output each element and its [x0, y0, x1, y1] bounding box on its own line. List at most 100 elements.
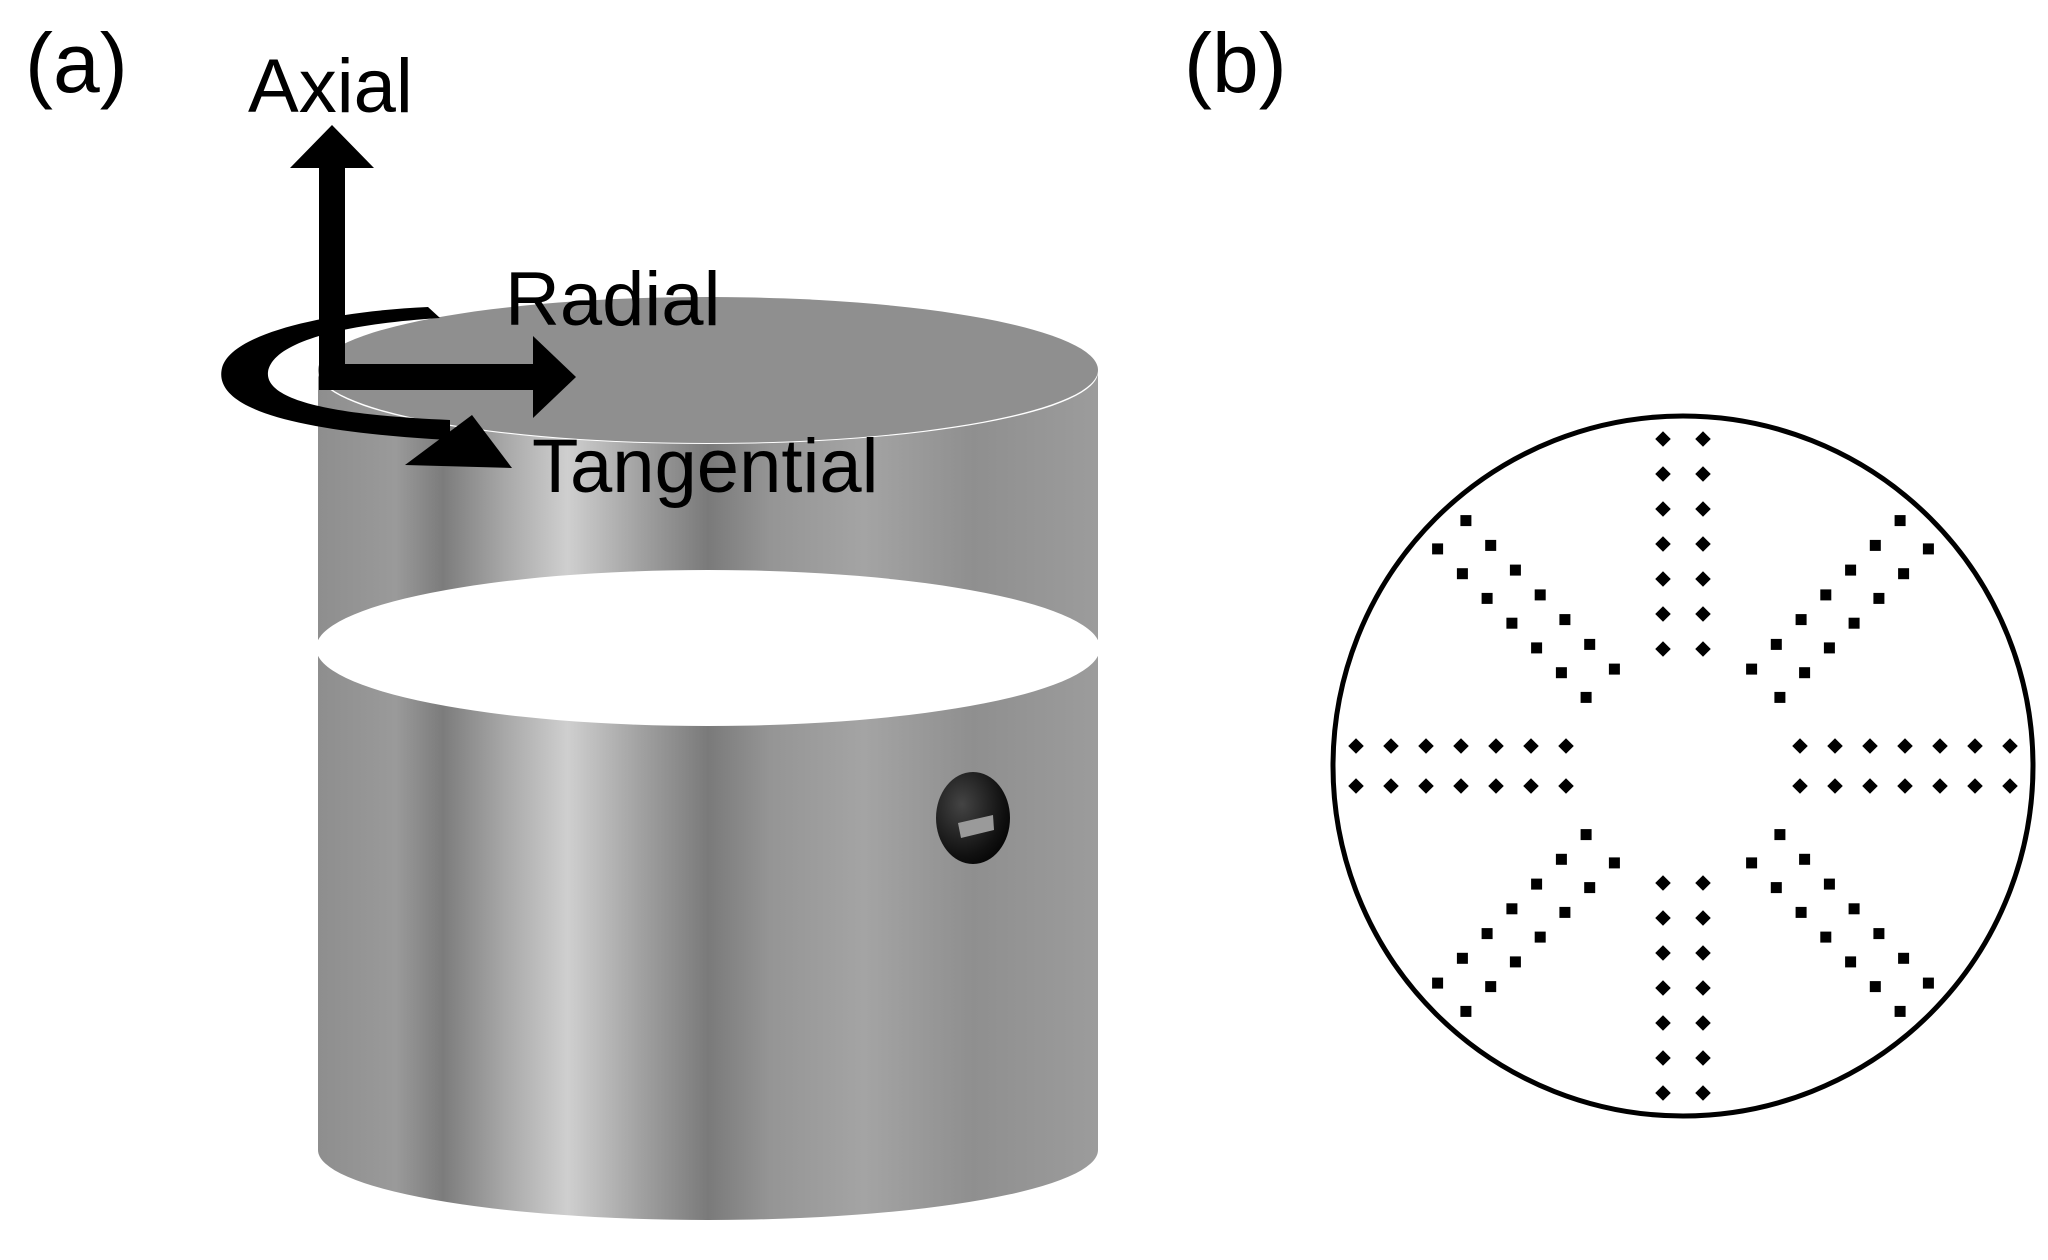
probe-point [1770, 882, 1782, 894]
probe-point [1558, 738, 1574, 754]
axial-arrow-shaft [319, 160, 345, 390]
probe-point [1922, 977, 1934, 989]
probe-point-grid [1348, 431, 2018, 1101]
probe-point [1823, 878, 1835, 890]
probe-point [1432, 543, 1444, 555]
probe-point [1827, 738, 1843, 754]
probe-point [1506, 617, 1518, 629]
probe-point [2002, 738, 2018, 754]
tangential-arrow [221, 307, 450, 440]
probe-point [1848, 617, 1860, 629]
probe-point [1869, 539, 1881, 551]
panel-b-label: (b) [1184, 16, 1287, 110]
probe-point [1655, 1085, 1671, 1101]
probe-point [1897, 778, 1913, 794]
probe-point [1897, 738, 1913, 754]
probe-point [1873, 592, 1885, 604]
tangential-arrowhead [405, 415, 512, 468]
probe-point [1695, 875, 1711, 891]
probe-point [1531, 878, 1543, 890]
cylinder-top-face [318, 297, 1098, 443]
probe-point [1488, 778, 1504, 794]
probe-point [1795, 614, 1807, 626]
probe-point [2002, 778, 2018, 794]
probe-point [1531, 642, 1543, 654]
probe-point [1485, 981, 1497, 993]
probe-point [1418, 778, 1434, 794]
probe-point [1774, 829, 1786, 841]
probe-point [1655, 466, 1671, 482]
panel-b: (b) [1184, 16, 2036, 1119]
probe-point [1695, 501, 1711, 517]
probe-point [1580, 691, 1592, 703]
probe-point [1383, 738, 1399, 754]
probe-point [1655, 501, 1671, 517]
probe-point [1432, 977, 1444, 989]
panel-a-label: (a) [25, 16, 128, 110]
probe-point [1655, 945, 1671, 961]
cylinder [316, 297, 1100, 1220]
probe-point [1584, 638, 1596, 650]
probe-point [1770, 638, 1782, 650]
probe-point [1799, 667, 1811, 679]
probe-point [1655, 1050, 1671, 1066]
probe-point [1558, 778, 1574, 794]
probe-point [1488, 738, 1504, 754]
probe-point [1932, 738, 1948, 754]
probe-point [1932, 778, 1948, 794]
probe-point [1845, 956, 1857, 968]
probe-point [1383, 778, 1399, 794]
probe-point [1827, 778, 1843, 794]
tangential-label: Tangential [532, 424, 879, 509]
radial-arrow-shaft [319, 364, 541, 390]
axial-arrowhead [290, 125, 374, 168]
probe-point [1655, 1015, 1671, 1031]
probe-point [1655, 980, 1671, 996]
probe-point [1922, 543, 1934, 555]
probe-point [1655, 606, 1671, 622]
probe-point [1456, 568, 1468, 580]
probe-point [1823, 642, 1835, 654]
probe-point [1862, 778, 1878, 794]
probe-point [1534, 931, 1546, 943]
radial-label: Radial [505, 257, 720, 342]
probe-point [1481, 592, 1493, 604]
probe-point [1695, 606, 1711, 622]
cylinder-cut-plane [316, 570, 1100, 726]
cross-section-circle [1330, 413, 2036, 1119]
probe-point [1655, 571, 1671, 587]
probe-point [1873, 928, 1885, 940]
probe-point [1695, 945, 1711, 961]
probe-point [1695, 1015, 1711, 1031]
probe-point [1453, 778, 1469, 794]
axial-label: Axial [248, 44, 413, 129]
probe-point [1523, 778, 1539, 794]
probe-point [1559, 906, 1571, 918]
probe-point [1485, 539, 1497, 551]
probe-point [1774, 691, 1786, 703]
probe-point [1453, 738, 1469, 754]
probe-point [1460, 1005, 1472, 1017]
probe-point [1848, 903, 1860, 915]
probe-point [1820, 589, 1832, 601]
cylinder-upper-body [318, 372, 1098, 645]
radial-arrowhead [533, 336, 576, 418]
probe-point [1655, 875, 1671, 891]
probe-point [1608, 663, 1620, 675]
probe-point [1655, 536, 1671, 552]
probe-point [1746, 857, 1758, 869]
probe-point [1820, 931, 1832, 943]
coordinate-axes: Axial Radial Tangential [221, 44, 879, 509]
probe-point [1506, 903, 1518, 915]
cylinder-lower-body [318, 652, 1098, 1220]
probe-point [1898, 568, 1910, 580]
probe-point [1481, 928, 1493, 940]
probe-point [1348, 778, 1364, 794]
probe-point [1967, 738, 1983, 754]
probe-point [1509, 564, 1521, 576]
probe-point [1695, 641, 1711, 657]
probe-point [1555, 853, 1567, 865]
probe-point [1746, 663, 1758, 675]
